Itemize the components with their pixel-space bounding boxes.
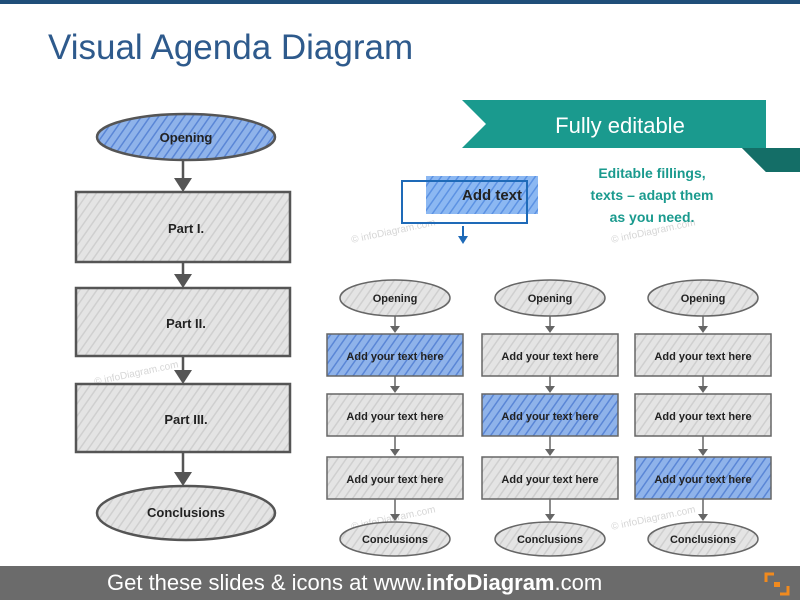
small-end-label: Conclusions [362, 534, 428, 546]
main-part-box [74, 286, 292, 358]
arrow-down-icon [458, 236, 468, 244]
small-step-box [634, 393, 772, 437]
arrow-down-icon [390, 386, 400, 393]
small-end-label: Conclusions [670, 534, 736, 546]
footer-brand: infoDiagram [426, 570, 555, 595]
small-start-node [647, 279, 759, 317]
arrow-down-icon [698, 514, 708, 521]
small-step-box [481, 456, 619, 500]
footer-text: Get these slides & icons at www.infoDiag… [107, 566, 602, 600]
small-step-box [481, 393, 619, 437]
small-start-label: Opening [681, 293, 726, 305]
main-end-label: Conclusions [147, 505, 225, 520]
sample-fill [426, 176, 538, 214]
small-step-box [634, 456, 772, 500]
editable-note: Editable fillings, texts – adapt them as… [591, 165, 714, 225]
arrow-down-icon [174, 274, 192, 288]
ribbon-banner [462, 100, 766, 148]
small-step-box [634, 333, 772, 377]
sample-text-box: Add text [401, 176, 538, 244]
footer-suffix: .com [554, 570, 603, 595]
main-end-node [95, 484, 277, 542]
sample-label: Add text [462, 187, 522, 204]
arrow-down-icon [545, 386, 555, 393]
small-end-label: Conclusions [517, 534, 583, 546]
arrow-down-icon [545, 326, 555, 333]
small-start-label: Opening [373, 293, 418, 305]
small-step-box [326, 456, 464, 500]
small-step-label: Add your text here [501, 474, 598, 486]
small-step-label: Add your text here [501, 411, 598, 423]
top-accent-bar [0, 0, 800, 4]
small-step-label: Add your text here [346, 411, 443, 423]
arrow-down-icon [545, 449, 555, 456]
small-start-label: Opening [528, 293, 573, 305]
main-part-label: Part II. [166, 316, 206, 331]
fully-editable-ribbon: Fully editable [462, 100, 800, 172]
small-step-label: Add your text here [654, 474, 751, 486]
note-line: as you need. [610, 209, 695, 225]
small-step-box [326, 333, 464, 377]
small-step-label: Add your text here [501, 351, 598, 363]
main-part-label: Part III. [164, 412, 207, 427]
main-flow: Opening Part I. Part II. Part III. Concl… [74, 112, 292, 542]
small-step-label: Add your text here [346, 474, 443, 486]
footer-prefix: Get these slides & icons at www. [107, 570, 427, 595]
note-line: texts – adapt them [591, 187, 714, 203]
arrow-down-icon [174, 178, 192, 192]
small-start-node [494, 279, 606, 317]
small-step-label: Add your text here [654, 351, 751, 363]
arrow-down-icon [174, 472, 192, 486]
sample-outline [401, 180, 528, 224]
small-step-label: Add your text here [346, 351, 443, 363]
main-part-box [74, 190, 292, 264]
ribbon-label: Fully editable [555, 113, 685, 138]
small-end-node [647, 521, 759, 557]
small-start-node [339, 279, 451, 317]
footer-bar: Get these slides & icons at www.infoDiag… [0, 566, 800, 600]
arrow-down-icon [698, 449, 708, 456]
arrow-down-icon [390, 449, 400, 456]
arrow-down-icon [698, 326, 708, 333]
arrow-down-icon [174, 370, 192, 384]
brand-corner-icon [764, 572, 790, 596]
main-part-label: Part I. [168, 221, 204, 236]
page-title: Visual Agenda Diagram [48, 28, 414, 67]
note-line: Editable fillings, [598, 165, 705, 181]
watermark: © infoDiagram.com [350, 217, 436, 246]
small-step-box [326, 393, 464, 437]
arrow-down-icon [390, 326, 400, 333]
small-step-label: Add your text here [654, 411, 751, 423]
arrow-down-icon [545, 514, 555, 521]
small-end-node [494, 521, 606, 557]
small-step-box [481, 333, 619, 377]
arrow-down-icon [698, 386, 708, 393]
small-end-node [339, 521, 451, 557]
arrow-down-icon [390, 514, 400, 521]
agenda-diagram: © infoDiagram.com © infoDiagram.com © in… [74, 100, 800, 557]
main-part-box [74, 382, 292, 454]
main-start-node [95, 112, 277, 162]
main-start-label: Opening [160, 130, 213, 145]
